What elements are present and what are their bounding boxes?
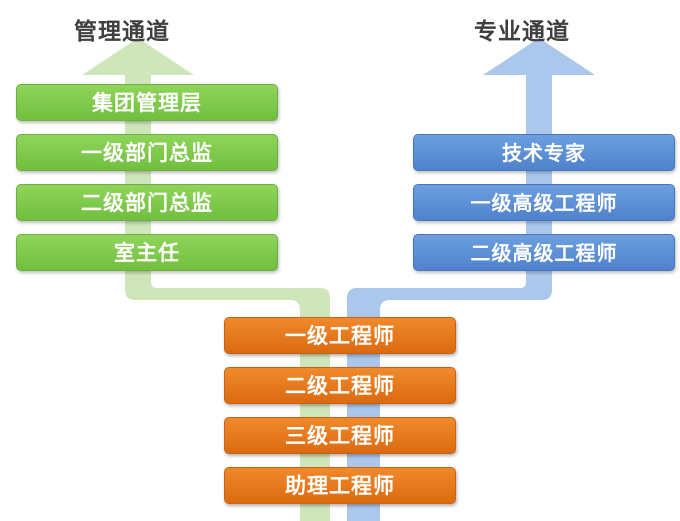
common-level-assistant-engineer: 助理工程师 (224, 467, 456, 504)
professional-level-first-senior-engineer: 一级高级工程师 (413, 184, 675, 221)
management-track-title: 管理通道 (74, 19, 170, 45)
common-level-first-engineer: 一级工程师 (224, 317, 456, 354)
common-level-third-engineer: 三级工程师 (224, 417, 456, 454)
management-level-office-head: 室主任 (16, 234, 278, 271)
professional-track-title: 专业通道 (474, 19, 570, 45)
management-level-second-dept-director: 二级部门总监 (16, 184, 278, 221)
management-level-group-management: 集团管理层 (16, 84, 278, 121)
management-level-first-dept-director: 一级部门总监 (16, 134, 278, 171)
professional-level-second-senior-engineer: 二级高级工程师 (413, 234, 675, 271)
professional-level-technical-expert: 技术专家 (413, 134, 675, 171)
common-level-second-engineer: 二级工程师 (224, 367, 456, 404)
